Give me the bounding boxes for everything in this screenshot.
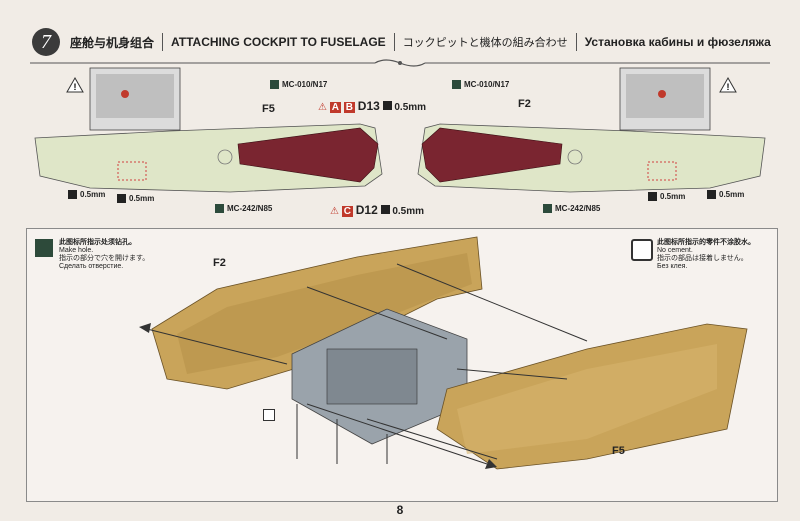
part-label-f5: F5 [612,445,625,457]
drill-icon [382,101,392,110]
no-cement-icon [631,239,653,261]
assembly-arrow [456,368,568,380]
left-cockpit-interior [237,127,379,183]
warning-icon [719,76,737,93]
part-callout-d13: ⚠ A B D13 0.5mm [318,99,427,113]
part-callout-d12: ⚠ C D12 0.5mm [330,203,425,217]
arrow-head [139,323,151,333]
paint-callout: MC-242/N85 [543,204,600,214]
paint-callout: MC-010/N17 [452,80,509,90]
step-number-badge: 7 [32,28,60,56]
header-separator [393,33,395,51]
drill-note-ru: Сделать отверстие. [59,263,124,270]
assembly-arrow [306,286,448,340]
drill-detail-box [647,161,677,181]
no-cement-note: 此图标所指示的零件不涂胶水。 No cement. 指示の部品は接着しません。 … [657,239,777,271]
title-japanese: コックピットと機体の組み合わせ [402,37,568,49]
drill-note-en: Make hole. [59,247,94,254]
paint-swatch-icon [452,80,461,90]
part-label-f5: F5 [262,103,275,115]
drill-size-callout: 0.5mm [648,192,685,202]
assembly-arrow [146,328,288,365]
right-cockpit-interior [421,127,563,183]
drill-icon [117,194,126,204]
ornamental-divider [30,59,770,67]
right-fuselage-hole [567,149,583,165]
warning-icon: ⚠ [330,206,339,217]
paint-callout: MC-010/N17 [270,80,327,90]
paint-swatch-icon [270,80,279,90]
title-chinese: 座舱与机身组合 [70,35,155,50]
assembly-arrow [306,403,488,465]
no-cement-note-en: No cement. [657,247,693,254]
drill-icon [35,239,53,257]
fuselage-halves-diagram: ! ! [34,67,766,193]
page-number: 8 [396,503,404,517]
paint-swatch-icon [543,204,552,214]
no-cement-note-jp: 指示の部品は接着しません。 [657,255,748,262]
drill-note: 此图标所指示处须钻孔。 Make hole. 指示の部分で穴を開けます。 Сде… [59,239,169,271]
drill-size-callout: 0.5mm [68,190,105,200]
title-english: ATTACHING COCKPIT TO FUSELAGE [171,35,386,49]
no-cement-note-ru: Без клея. [657,263,688,270]
warning-icon: ⚠ [318,102,327,113]
drill-detail-box [117,161,147,181]
assembly-panel: 此图标所指示处须钻孔。 Make hole. 指示の部分で穴を開けます。 Сде… [26,228,778,502]
title-russian: Установка кабины и фюзеляжа [584,35,771,49]
part-label-f2: F2 [518,98,531,110]
drill-icon [648,192,657,202]
left-fuselage-hole [217,149,233,165]
assembly-arrow [366,418,498,460]
no-cement-icon [263,409,275,421]
no-cement-note-cn: 此图标所指示的零件不涂胶水。 [657,239,755,246]
paint-callout: MC-242/N85 [215,204,272,214]
step-header: 7 座舱与机身组合 ATTACHING COCKPIT TO FUSELAGE … [32,26,772,58]
drill-size-callout: 0.5mm [117,194,154,204]
assembly-arrow [396,263,588,342]
warning-icon [66,76,84,93]
drill-size-callout: 0.5mm [707,190,744,200]
arrow-head [485,459,497,469]
drill-icon [380,205,390,214]
drill-icon [707,190,716,200]
svg-text:!: ! [74,82,77,92]
part-label-f2: F2 [213,257,226,269]
paint-swatch-icon [215,204,224,214]
drill-icon [68,190,77,200]
drill-note-jp: 指示の部分で穴を開けます。 [59,255,150,262]
header-separator [162,33,164,51]
svg-text:!: ! [727,82,730,92]
header-separator [575,33,577,51]
drill-note-cn: 此图标所指示处须钻孔。 [59,239,136,246]
assembly-diagram [139,236,748,470]
